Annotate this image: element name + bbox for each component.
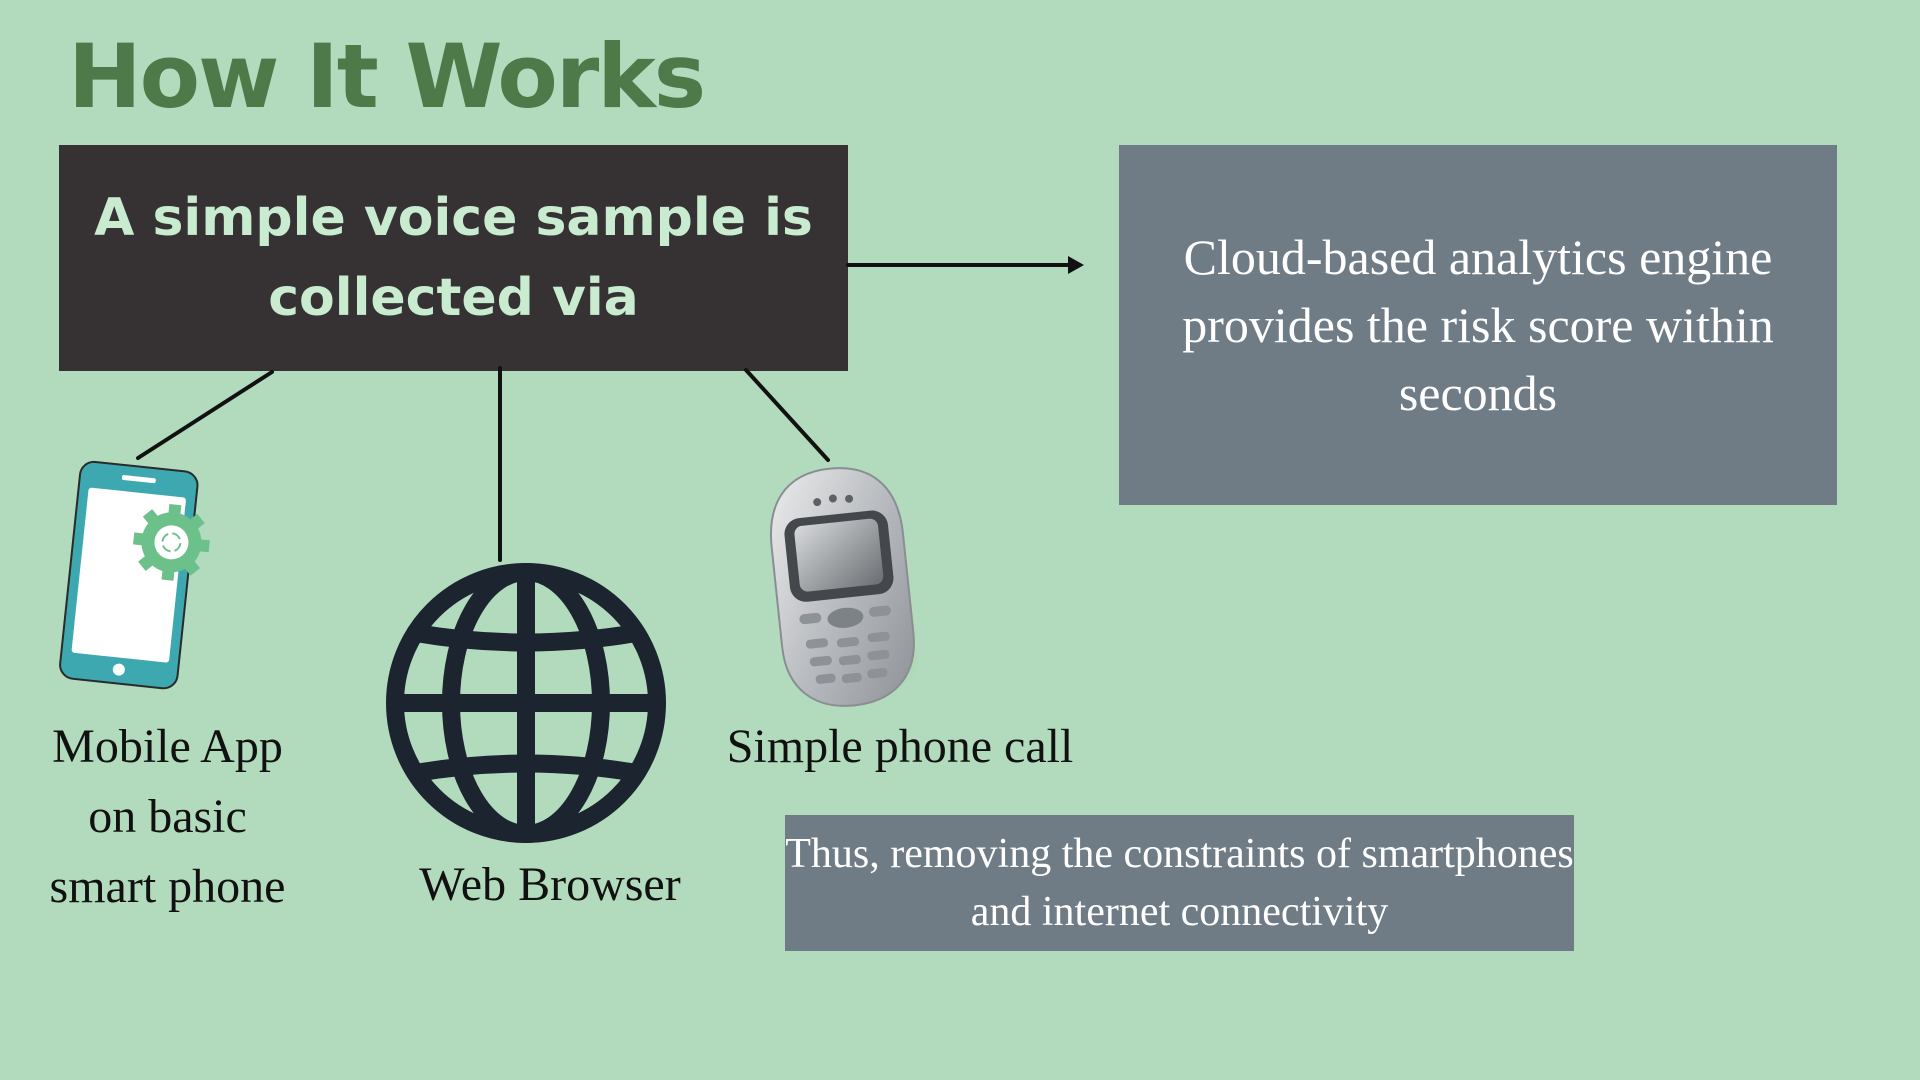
analytics-engine-text: Cloud-based analytics engine provides th… — [1182, 229, 1774, 421]
constraints-note-box: Thus, removing the constraints of smartp… — [785, 815, 1574, 951]
connector-mobile — [136, 370, 274, 460]
connector-lines — [136, 263, 1074, 562]
arrowhead — [1068, 256, 1084, 274]
analytics-engine-box: Cloud-based analytics engine provides th… — [1119, 145, 1837, 505]
page-title: How It Works — [68, 25, 706, 128]
voice-sample-text: A simple voice sample is collected via — [94, 188, 813, 328]
web-browser-label: Web Browser — [419, 858, 681, 911]
smartphone-gear-icon — [59, 460, 210, 690]
mobile-app-label: Mobile App on basic smart phone — [49, 720, 286, 913]
voice-sample-box: A simple voice sample is collected via — [59, 145, 848, 371]
phone-call-label: Simple phone call — [726, 720, 1074, 773]
feature-phone-icon — [770, 467, 920, 707]
constraints-note-text: Thus, removing the constraints of smartp… — [785, 831, 1574, 935]
connector-phone — [744, 368, 830, 462]
globe-icon — [386, 563, 666, 843]
